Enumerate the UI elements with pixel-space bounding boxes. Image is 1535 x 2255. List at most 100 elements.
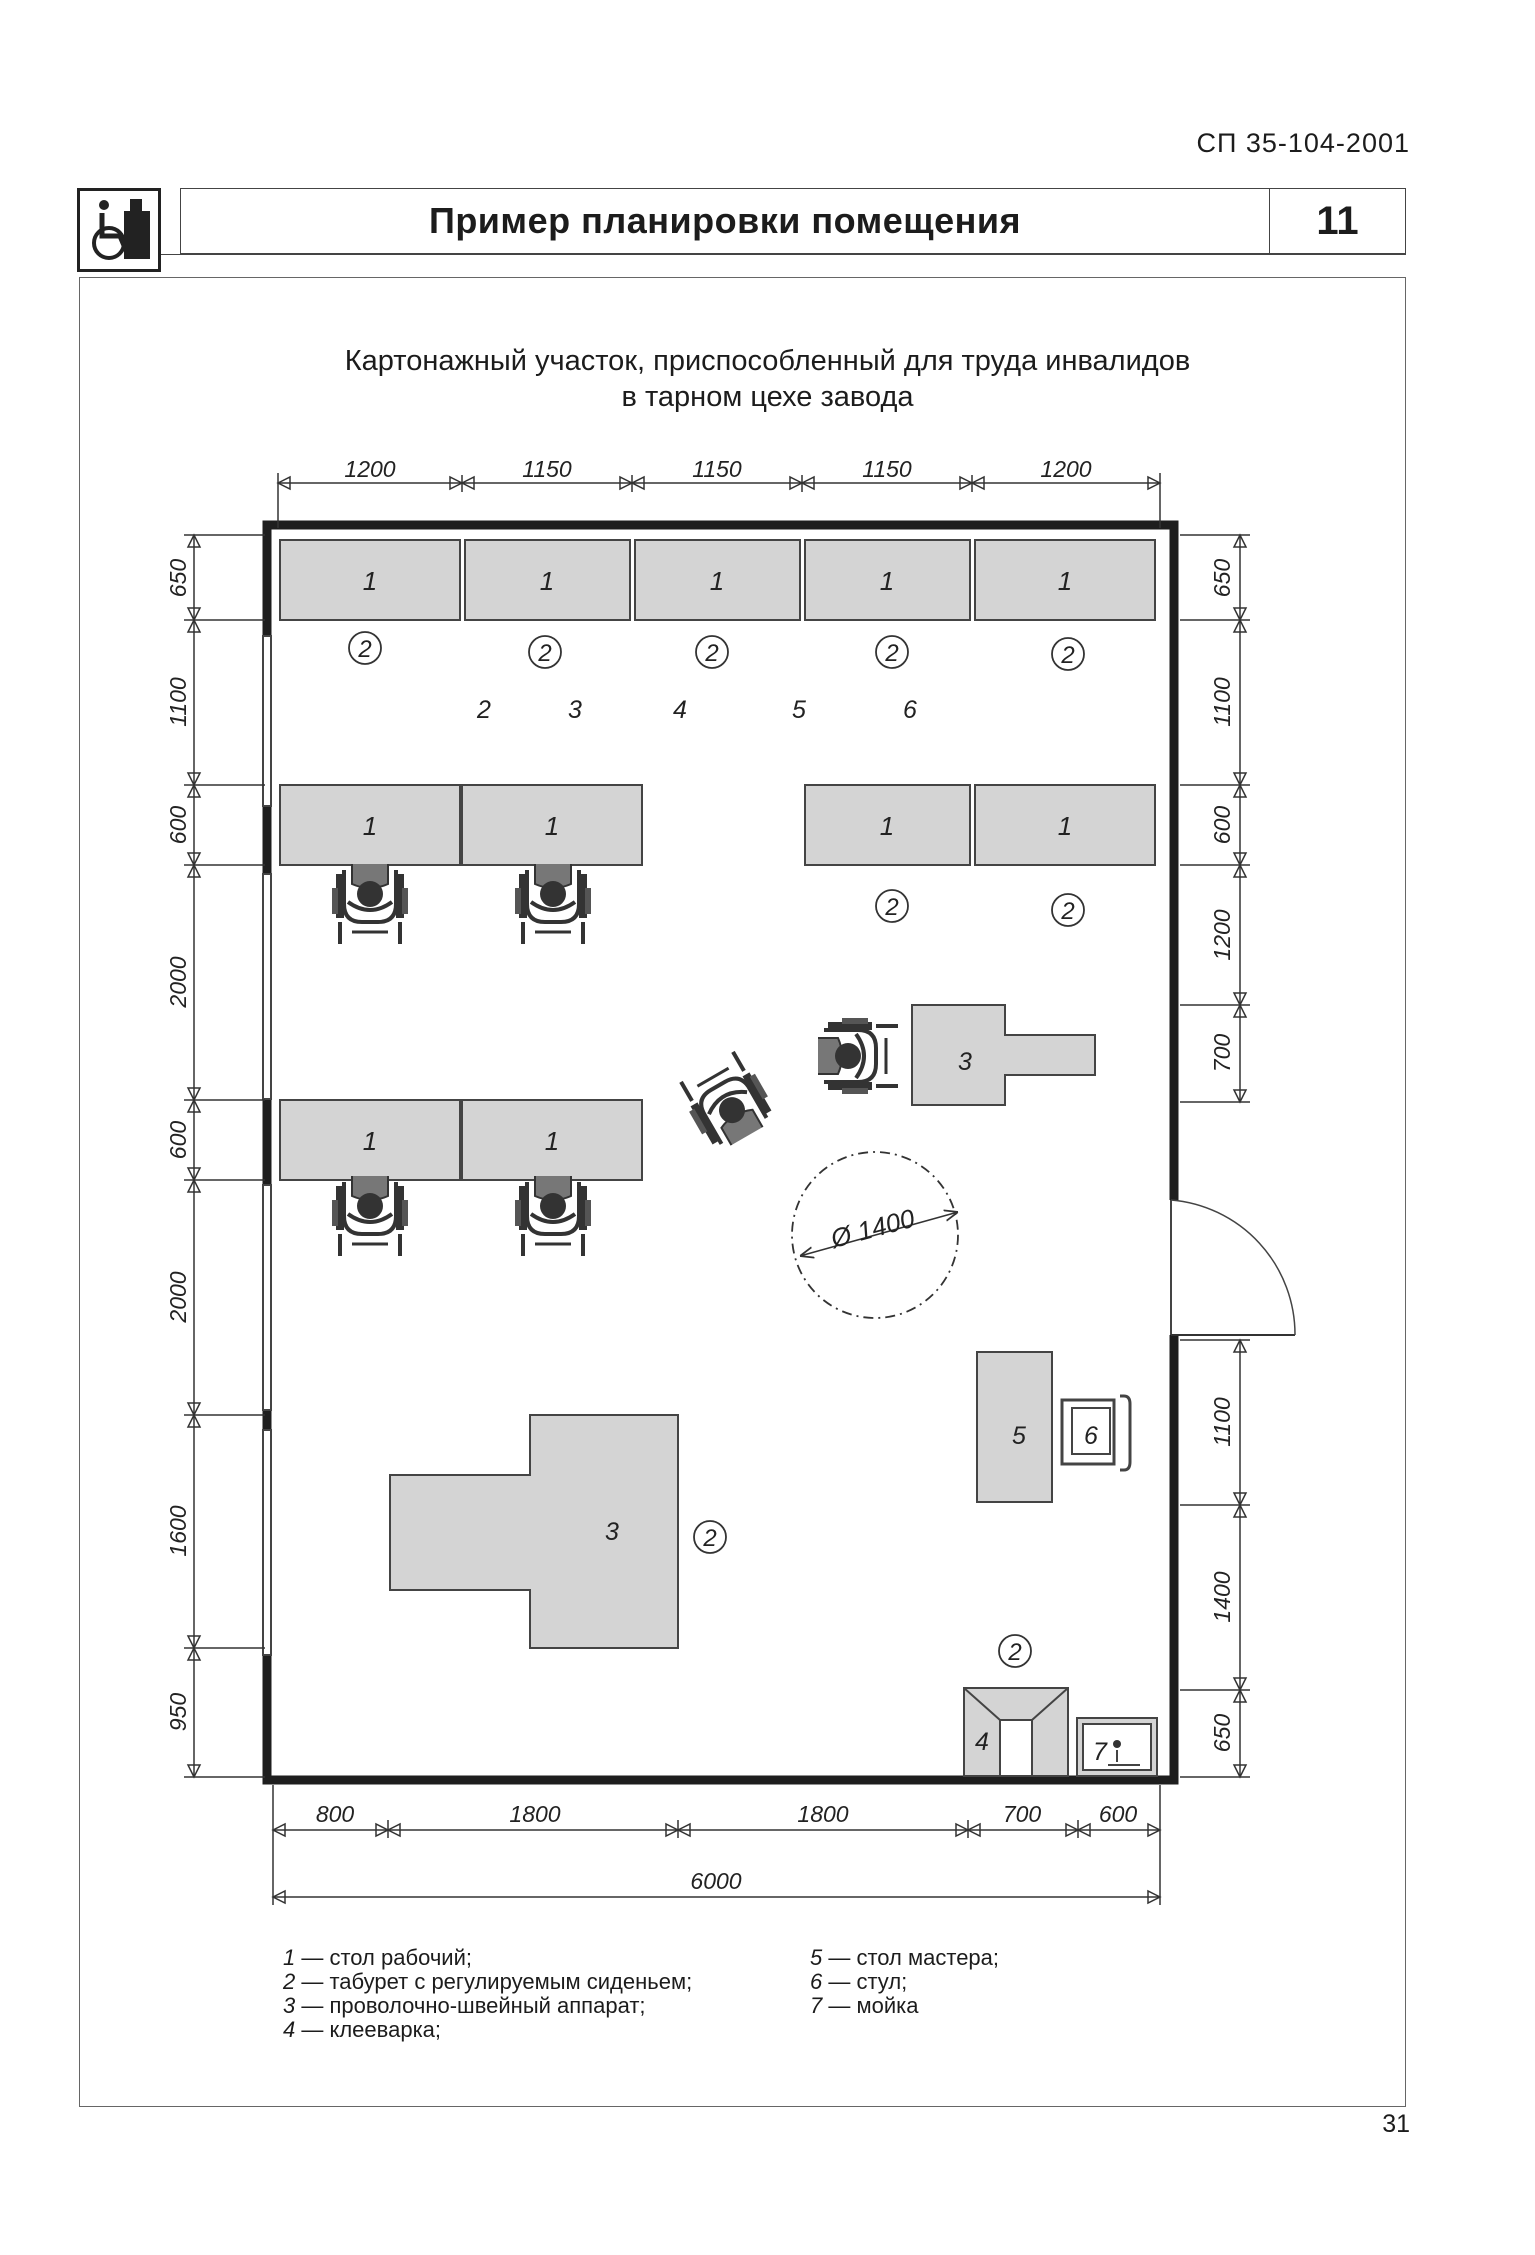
dimension-label: 1200 <box>1209 909 1235 960</box>
master-table <box>976 1351 1053 1503</box>
table-mark: 1 <box>545 1126 559 1156</box>
table-mark: 1 <box>710 566 724 596</box>
content-frame <box>79 277 1406 2107</box>
item-number: 4 <box>673 696 687 724</box>
stapler-mark: 3 <box>958 1048 972 1076</box>
work-table <box>974 539 1156 621</box>
legend-item: 3 — проволочно-швейный аппарат; <box>283 1993 646 2018</box>
stool-mark: 2 <box>695 635 729 669</box>
table-mark: 1 <box>880 811 894 841</box>
stool-mark: 2 <box>998 1634 1032 1668</box>
top-dimensions <box>276 473 1162 528</box>
chair: 6 <box>1060 1394 1132 1472</box>
subtitle-line-2: в тарном цехе завода <box>621 381 914 413</box>
dimension-label: 2000 <box>165 1271 191 1323</box>
dimension-label: 1800 <box>509 1801 560 1827</box>
table-mark: 1 <box>1058 811 1072 841</box>
dimension-label: 650 <box>165 559 191 598</box>
stool-mark: 2 <box>875 889 909 923</box>
wheelchair-user-icon <box>513 862 593 946</box>
table-mark: 1 <box>880 566 894 596</box>
svg-text:2: 2 <box>357 636 371 663</box>
work-table <box>461 784 643 866</box>
wheelchair-user-icons <box>330 862 900 1258</box>
logo <box>77 188 161 272</box>
dimension-label: 1100 <box>1209 1397 1235 1447</box>
top-dimension-labels: 1200 1150 1150 1150 1200 <box>344 456 1091 482</box>
dimension-label: 650 <box>1209 559 1235 598</box>
table-mark: 1 <box>363 566 377 596</box>
stapler-small <box>911 1004 1096 1106</box>
svg-text:2: 2 <box>537 640 551 667</box>
work-table <box>804 784 971 866</box>
right-dimension-labels: 650 1100 600 1200 700 1100 1400 650 <box>1209 559 1235 1753</box>
page-number: 31 <box>1382 2110 1410 2138</box>
table-mark: 1 <box>540 566 554 596</box>
table-mark: 1 <box>363 1126 377 1156</box>
sink: 7 <box>1076 1717 1158 1777</box>
stool-mark: 2 <box>1051 637 1085 671</box>
stool-mark: 2 <box>693 1520 727 1554</box>
document-code: СП 35-104-2001 <box>1196 128 1410 158</box>
title-underline <box>161 254 1406 255</box>
work-table <box>634 539 801 621</box>
dimension-label: 1800 <box>797 1801 848 1827</box>
dimension-label: 1200 <box>1040 456 1091 482</box>
item-number: 6 <box>903 696 917 724</box>
work-table <box>804 539 971 621</box>
master-table-mark: 5 <box>1012 1422 1026 1450</box>
dimension-label: 1150 <box>862 456 912 482</box>
stapler-mark: 3 <box>605 1518 619 1546</box>
svg-text:2: 2 <box>884 894 898 921</box>
dimension-label: 600 <box>1209 806 1235 845</box>
dimension-label: 700 <box>1003 1801 1042 1827</box>
table-mark: 1 <box>363 811 377 841</box>
svg-text:2: 2 <box>704 640 718 667</box>
dimension-label: 950 <box>165 1693 191 1732</box>
dimension-label: 1150 <box>692 456 742 482</box>
svg-text:2: 2 <box>884 640 898 667</box>
stool-mark: 2 <box>875 635 909 669</box>
gluer: 4 <box>963 1687 1069 1777</box>
wheelchair-user-icon <box>672 1045 782 1158</box>
dimension-label: 1200 <box>344 456 395 482</box>
table-mark: 1 <box>545 811 559 841</box>
stool-mark: 2 <box>1051 893 1085 927</box>
legend-right: 5 — стол мастера; 6 — стул; 7 — мойка <box>810 1946 1190 2018</box>
dimension-label: 600 <box>165 806 191 845</box>
total-width-label: 6000 <box>690 1868 741 1894</box>
dimension-label: 650 <box>1209 1714 1235 1753</box>
stapler-large <box>389 1414 679 1649</box>
turning-circle: Ø 1400 <box>791 1151 958 1319</box>
legend-left: 1 — стол рабочий; 2 — табурет с регулиру… <box>283 1946 803 2042</box>
wheelchair-user-icon <box>330 1174 410 1258</box>
left-dimension-labels: 650 1100 600 2000 600 2000 1600 950 <box>165 559 191 1732</box>
work-table <box>279 784 461 866</box>
dimension-label: 600 <box>1099 1801 1138 1827</box>
dimension-label: 700 <box>1209 1034 1235 1073</box>
wheelchair-user-icon <box>816 1016 900 1096</box>
wheelchair-user-icon <box>513 1174 593 1258</box>
legend-item: 5 — стол мастера; <box>810 1945 1000 1970</box>
work-table <box>461 1099 643 1181</box>
stool-mark: 2 <box>528 635 562 669</box>
svg-text:2: 2 <box>1007 1639 1021 1666</box>
work-table <box>464 539 631 621</box>
table-mark: 1 <box>1058 566 1072 596</box>
item-number: 5 <box>792 696 806 724</box>
svg-text:2: 2 <box>1060 642 1074 669</box>
dimension-label: 600 <box>165 1121 191 1160</box>
legend-item: 7 — мойка <box>810 1993 919 2018</box>
room-walls <box>262 520 1296 1785</box>
svg-text:2: 2 <box>1060 898 1074 925</box>
sheet-number: 11 <box>1270 188 1406 254</box>
legend-item: 6 — стул; <box>810 1969 908 1994</box>
bottom-dimensions <box>271 1785 1162 1905</box>
dimension-label: 1400 <box>1209 1571 1235 1622</box>
dimension-label: 2000 <box>165 956 191 1008</box>
wheelchair-user-icon <box>330 862 410 946</box>
gluer-mark: 4 <box>975 1728 989 1756</box>
svg-text:2: 2 <box>702 1525 716 1552</box>
turning-circle-label: Ø 1400 <box>827 1203 919 1254</box>
